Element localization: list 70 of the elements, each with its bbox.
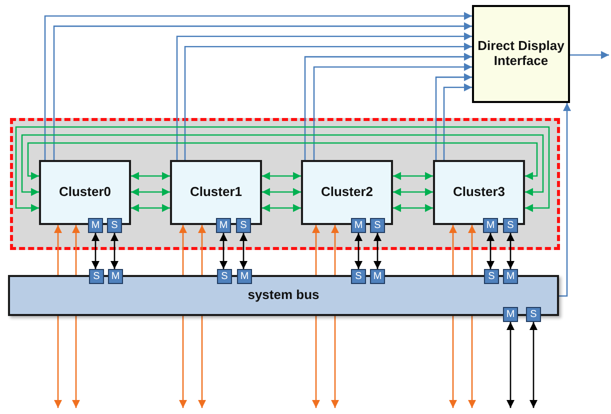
port-label: M: [506, 270, 515, 282]
port-box: [89, 269, 104, 284]
arrow: [393, 204, 433, 212]
arrow: [486, 233, 494, 269]
port-box: [503, 269, 518, 284]
interface-box: [472, 5, 570, 103]
port-label: S: [374, 220, 381, 232]
cluster-label: Cluster1: [190, 185, 242, 200]
arrow: [110, 233, 118, 269]
arrow: [131, 204, 170, 212]
port-box: [351, 269, 366, 284]
port-box: [351, 218, 366, 233]
port-box: [236, 218, 251, 233]
port-box: [503, 307, 518, 322]
arrow: [530, 322, 538, 408]
arrow: [435, 73, 472, 160]
arrow: [506, 233, 514, 269]
arrow: [131, 188, 170, 196]
port-label: M: [91, 220, 100, 232]
port-label: S: [488, 270, 495, 282]
port-label: M: [354, 220, 363, 232]
port-label: S: [507, 220, 514, 232]
arrow: [393, 172, 433, 180]
port-label: S: [111, 220, 118, 232]
cluster-label: Cluster2: [320, 185, 374, 200]
port-box: [370, 218, 385, 233]
port-label: S: [240, 220, 247, 232]
arrow: [570, 51, 609, 59]
arrow: [443, 83, 472, 160]
arrow: [559, 103, 571, 297]
arrow: [262, 172, 301, 180]
port-box: [237, 269, 252, 284]
port-box: [370, 269, 385, 284]
port-box: [483, 218, 498, 233]
arrow: [21, 134, 544, 196]
port-box: [88, 218, 103, 233]
port-label: S: [221, 270, 228, 282]
port-box: [107, 218, 122, 233]
port-label: S: [530, 308, 537, 320]
arrow: [262, 188, 301, 196]
port-box: [484, 269, 499, 284]
arrow: [393, 188, 433, 196]
port-box: [108, 269, 123, 284]
bus-label: system bus: [248, 288, 320, 303]
port-label: M: [506, 308, 515, 320]
arrow: [27, 142, 538, 180]
port-label: S: [355, 270, 362, 282]
port-label: S: [93, 270, 100, 282]
arrow: [220, 233, 228, 269]
arrow: [131, 172, 170, 180]
cluster-label: Cluster3: [452, 185, 506, 200]
cluster-group: [10, 118, 560, 250]
port-label: M: [486, 220, 495, 232]
arrow: [354, 233, 362, 269]
port-label: M: [373, 270, 382, 282]
interface-label: Direct Display Interface: [476, 39, 566, 69]
arrow: [92, 233, 100, 269]
port-box: [217, 269, 232, 284]
arrow: [240, 233, 248, 269]
port-label: M: [240, 270, 249, 282]
port-label: M: [111, 270, 120, 282]
cluster-label: Cluster0: [58, 185, 112, 200]
port-box: [503, 218, 518, 233]
port-label: M: [219, 220, 228, 232]
port-box: [216, 218, 231, 233]
port-box: [526, 307, 541, 322]
arrow: [374, 233, 382, 269]
arrow: [15, 126, 550, 212]
arrow: [506, 322, 514, 408]
arrow: [262, 204, 301, 212]
